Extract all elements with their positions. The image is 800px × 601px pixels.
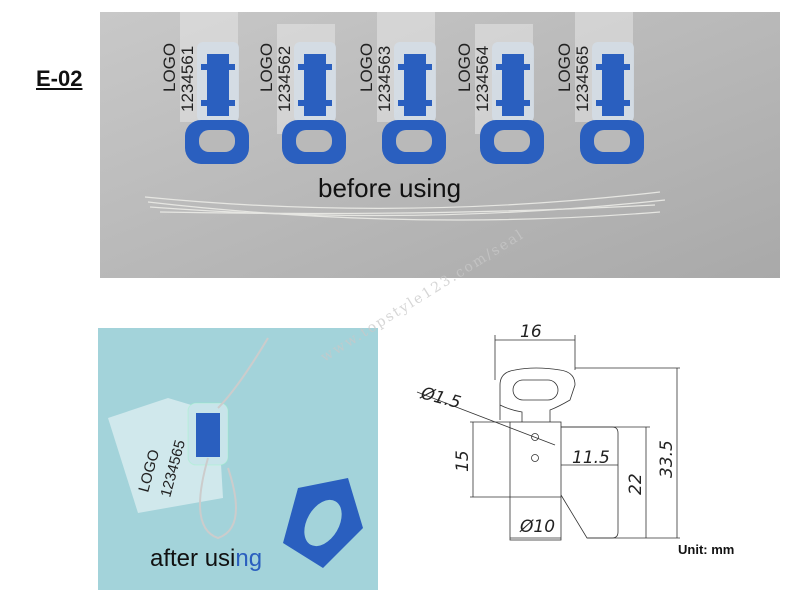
- dim-tag-height: 22: [626, 473, 646, 495]
- dim-tag-width: 11.5: [572, 448, 610, 468]
- seal-logo: LOGO: [357, 43, 376, 92]
- technical-drawing: 16 Ø1.5 11.5 15 22 33.5 Ø10 Unit: mm: [416, 322, 734, 557]
- seal-number: 1234562: [275, 46, 294, 112]
- seal-logo: LOGO: [257, 43, 276, 92]
- model-label: E-02: [36, 66, 83, 91]
- after-using-caption: after using: [150, 545, 262, 572]
- seal-logo: LOGO: [555, 43, 574, 92]
- wires: [144, 191, 666, 221]
- dim-body-diameter: Ø10: [519, 517, 555, 537]
- unit-label: Unit: mm: [678, 542, 734, 557]
- seal-number: 1234563: [375, 46, 394, 112]
- after-using-photo: LOGO 1234565 after using: [98, 328, 378, 590]
- seal-number: 1234564: [473, 46, 492, 112]
- seal-number: 1234565: [573, 46, 592, 112]
- seal-number: 1234561: [178, 46, 197, 112]
- dim-hole: Ø1.5: [418, 383, 463, 413]
- dim-total-height: 33.5: [657, 440, 677, 478]
- dim-body-height: 15: [453, 450, 473, 472]
- seal-logo: LOGO: [160, 43, 179, 92]
- dim-width-top: 16: [520, 322, 542, 342]
- seal-logo: LOGO: [455, 43, 474, 92]
- before-using-caption: before using: [318, 173, 461, 203]
